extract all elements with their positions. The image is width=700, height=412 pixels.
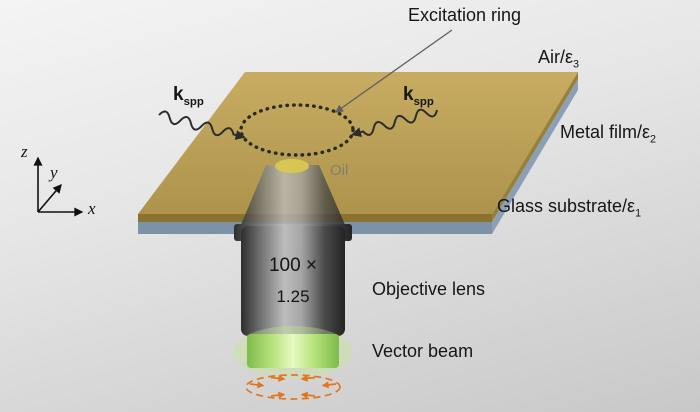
kspp-left-base: k	[173, 84, 184, 105]
objective-lens	[234, 159, 352, 336]
oil-label: Oil	[330, 162, 349, 179]
air-label-base: Air/ε	[538, 47, 574, 67]
metal-film-side-edge	[492, 72, 578, 222]
polarization-arrow	[249, 381, 265, 389]
beam-body	[247, 334, 339, 368]
oil-drop	[275, 159, 309, 173]
kspp-wave-left-path	[158, 110, 246, 140]
x-axis-label: x	[88, 199, 96, 218]
glass-substrate-side-edge	[492, 79, 578, 234]
polarization-arrow	[300, 374, 316, 382]
kspp-left-label: kspp	[173, 84, 204, 109]
y-axis-label: y	[50, 163, 58, 182]
vector-beam-label: Vector beam	[372, 341, 474, 361]
beam-polarization	[245, 374, 341, 400]
polarization-arrow	[270, 391, 286, 399]
polarization-arrow	[270, 374, 286, 382]
kspp-wave-left	[158, 110, 246, 140]
metal-film-label-base: Metal film/ε	[560, 122, 651, 142]
y-axis	[37, 183, 62, 213]
kspp-left-sub: spp	[183, 95, 204, 108]
objective-barrel	[241, 226, 345, 336]
kspp-wave-right	[351, 108, 438, 137]
glass-substrate-label-base: Glass substrate/ε	[497, 196, 636, 216]
objective-cone	[240, 165, 346, 227]
glass-substrate-label: Glass substrate/ε1	[497, 196, 641, 220]
metal-film-label-sub: 2	[650, 133, 657, 146]
polarization-ellipse	[245, 374, 341, 400]
objective-magnification: 100 ×	[268, 255, 318, 276]
polarization-arrow	[300, 391, 316, 399]
polarization-arrow	[321, 381, 337, 389]
kspp-right-sub: spp	[413, 95, 434, 108]
kspp-right-base: k	[403, 84, 414, 105]
objective-numerical-aperture: 1.25	[276, 287, 310, 306]
vector-beam	[233, 326, 353, 378]
excitation-ring-pointer-arrow	[335, 29, 453, 113]
metal-film-top-face	[138, 72, 578, 214]
objective-lens-label: Objective lens	[372, 279, 486, 299]
kspp-wave-right-path	[351, 108, 438, 137]
glass-substrate-label-sub: 1	[635, 207, 642, 220]
kspp-right-label: kspp	[403, 84, 434, 109]
air-label: Air/ε3	[538, 47, 579, 71]
air-label-sub: 3	[573, 58, 580, 71]
excitation-ring-label: Excitation ring	[408, 5, 522, 25]
metal-film-label: Metal film/ε2	[560, 122, 656, 146]
z-axis-label: z	[21, 142, 28, 161]
coordinate-axes	[33, 156, 84, 217]
